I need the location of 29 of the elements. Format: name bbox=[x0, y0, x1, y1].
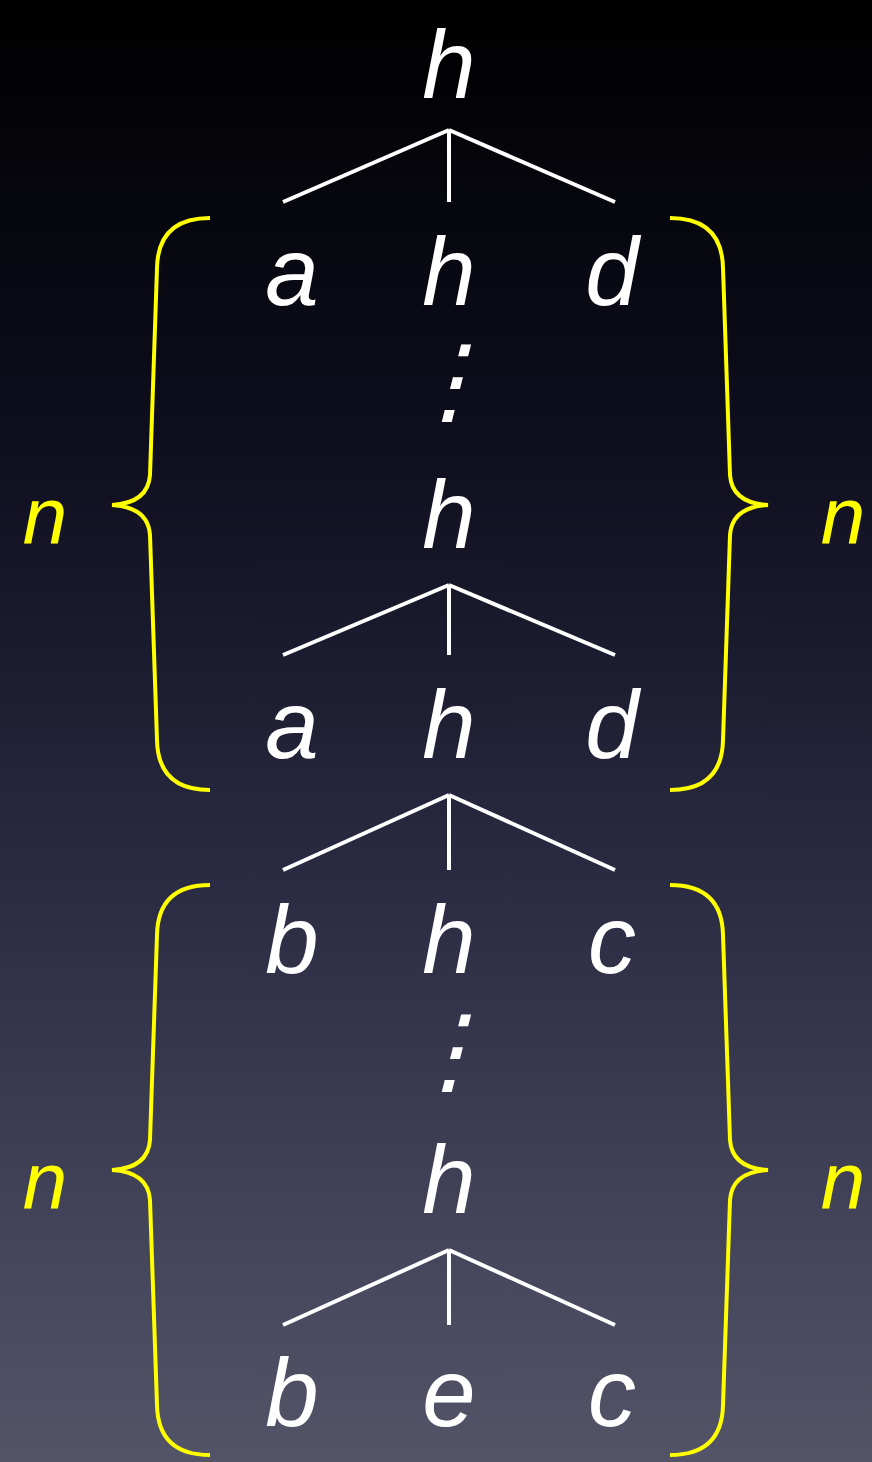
tree-symbol: d bbox=[562, 655, 662, 795]
tree-branch-line bbox=[282, 128, 450, 204]
tree-branch-line bbox=[448, 128, 616, 204]
tree-branch-line bbox=[448, 793, 616, 872]
math-label: n bbox=[21, 471, 69, 563]
tree-symbol: d bbox=[562, 202, 662, 342]
tree-symbol: h bbox=[399, 1110, 499, 1250]
tree-symbol: b bbox=[242, 1325, 342, 1460]
tree-branch-line bbox=[447, 585, 451, 655]
tree-symbol: h bbox=[399, 0, 499, 130]
math-label: n bbox=[819, 471, 867, 563]
tree-branch-line bbox=[282, 583, 450, 657]
tree-branch-line bbox=[447, 795, 451, 870]
tree-symbol: c bbox=[562, 1325, 662, 1460]
tree-symbol: a bbox=[242, 202, 342, 342]
tree-symbol: h bbox=[399, 655, 499, 795]
tree-symbol: h bbox=[399, 445, 499, 585]
tree-symbol: c bbox=[562, 870, 662, 1010]
math-label: n bbox=[21, 1136, 69, 1228]
tree-symbol: a bbox=[242, 655, 342, 795]
tree-symbol: b bbox=[242, 870, 342, 1010]
math-label: n bbox=[819, 1136, 867, 1228]
tree-branch-line bbox=[448, 583, 616, 657]
tree-symbol: e bbox=[399, 1325, 499, 1460]
tree-branch-line bbox=[447, 130, 451, 202]
tree-branch-line bbox=[282, 1248, 450, 1327]
tree-branch-line bbox=[448, 1248, 616, 1327]
tree-branch-line bbox=[282, 793, 450, 872]
tree-branch-line bbox=[447, 1250, 451, 1325]
